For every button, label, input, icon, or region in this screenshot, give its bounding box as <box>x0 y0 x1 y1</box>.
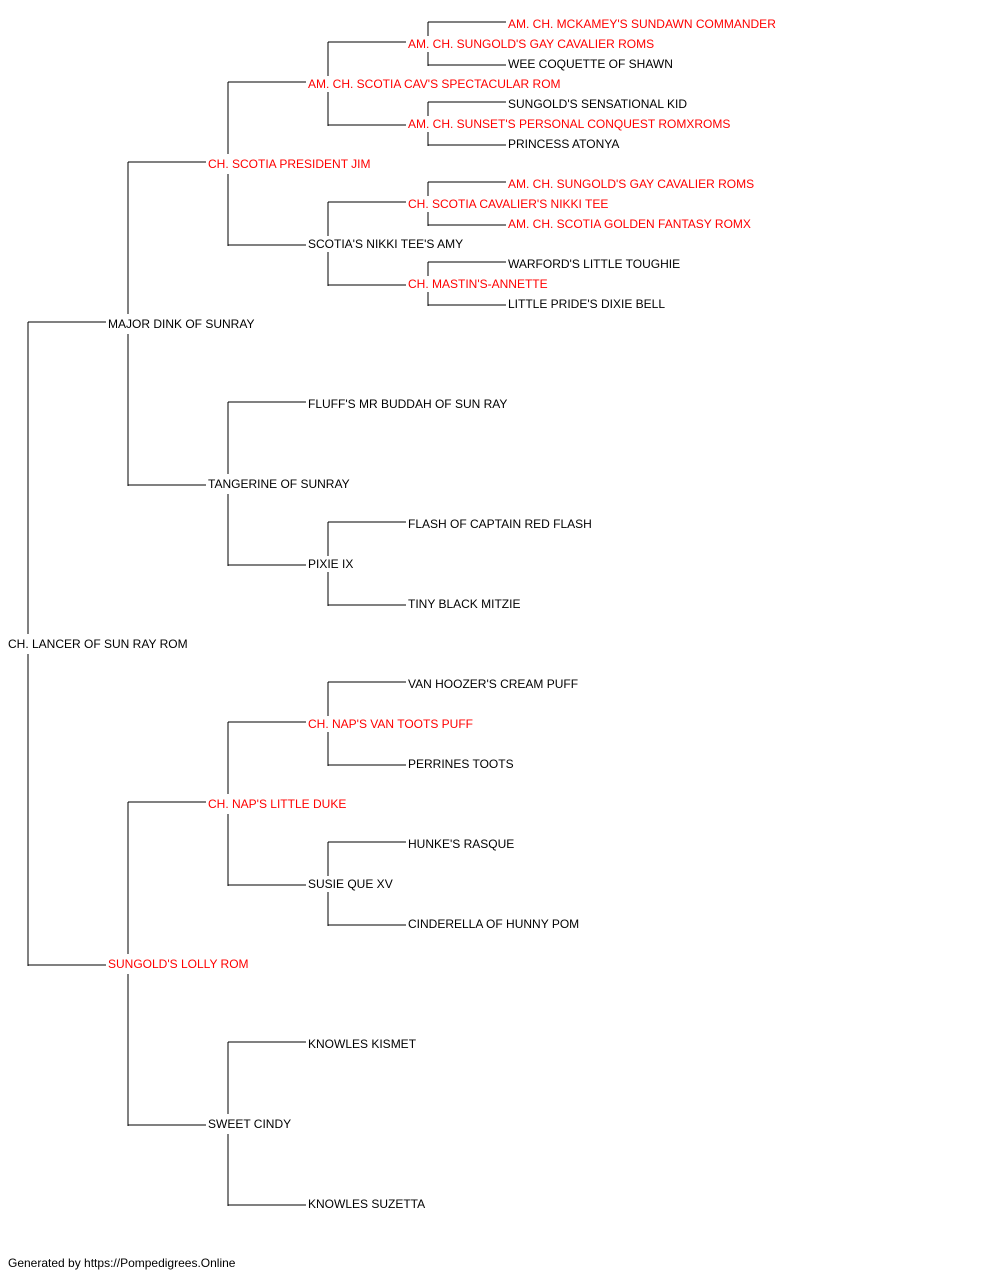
ancestor-name: KNOWLES KISMET <box>308 1037 417 1051</box>
ancestor-name: FLUFF'S MR BUDDAH OF SUN RAY <box>308 397 507 411</box>
ancestor-name: MAJOR DINK OF SUNRAY <box>108 317 254 331</box>
ancestor-name: PRINCESS ATONYA <box>508 137 619 151</box>
ancestor-name: AM. CH. SCOTIA GOLDEN FANTASY ROMX <box>508 217 751 231</box>
ancestor-name: AM. CH. SUNGOLD'S GAY CAVALIER ROMS <box>508 177 754 191</box>
ancestor-name: WARFORD'S LITTLE TOUGHIE <box>508 257 680 271</box>
ancestor-name: SUNGOLD'S SENSATIONAL KID <box>508 97 687 111</box>
pedigree-tree: CH. LANCER OF SUN RAY ROM MAJOR DINK OF S… <box>8 17 776 1211</box>
ancestor-name: CINDERELLA OF HUNNY POM <box>408 917 579 931</box>
ancestor-name: VAN HOOZER'S CREAM PUFF <box>408 677 578 691</box>
subject-dog-name: CH. LANCER OF SUN RAY ROM <box>8 637 188 651</box>
ancestor-name: SUSIE QUE XV <box>308 877 393 891</box>
ancestor-name: AM. CH. SCOTIA CAV'S SPECTACULAR ROM <box>308 77 561 91</box>
ancestor-name: CH. SCOTIA PRESIDENT JIM <box>208 157 370 171</box>
ancestor-name: WEE COQUETTE OF SHAWN <box>508 57 673 71</box>
ancestor-name: TANGERINE OF SUNRAY <box>208 477 350 491</box>
ancestor-name: HUNKE'S RASQUE <box>408 837 514 851</box>
ancestor-name: PIXIE IX <box>308 557 353 571</box>
ancestor-name: CH. NAP'S VAN TOOTS PUFF <box>308 717 473 731</box>
ancestor-name: FLASH OF CAPTAIN RED FLASH <box>408 517 592 531</box>
ancestor-name: AM. CH. SUNSET'S PERSONAL CONQUEST ROMXR… <box>408 117 730 131</box>
ancestor-name: SWEET CINDY <box>208 1117 291 1131</box>
ancestor-name: SUNGOLD'S LOLLY ROM <box>108 957 249 971</box>
ancestor-name: AM. CH. MCKAMEY'S SUNDAWN COMMANDER <box>508 17 776 31</box>
ancestor-name: AM. CH. SUNGOLD'S GAY CAVALIER ROMS <box>408 37 654 51</box>
generated-by-footer: Generated by https://Pompedigrees.Online <box>8 1256 236 1270</box>
ancestor-name: TINY BLACK MITZIE <box>408 597 520 611</box>
ancestor-name: PERRINES TOOTS <box>408 757 514 771</box>
ancestor-name: SCOTIA'S NIKKI TEE'S AMY <box>308 237 463 251</box>
ancestor-name: KNOWLES SUZETTA <box>308 1197 425 1211</box>
ancestor-name: LITTLE PRIDE'S DIXIE BELL <box>508 297 665 311</box>
ancestor-name: CH. NAP'S LITTLE DUKE <box>208 797 346 811</box>
ancestor-name: CH. SCOTIA CAVALIER'S NIKKI TEE <box>408 197 608 211</box>
ancestor-name: CH. MASTIN'S-ANNETTE <box>408 277 548 291</box>
